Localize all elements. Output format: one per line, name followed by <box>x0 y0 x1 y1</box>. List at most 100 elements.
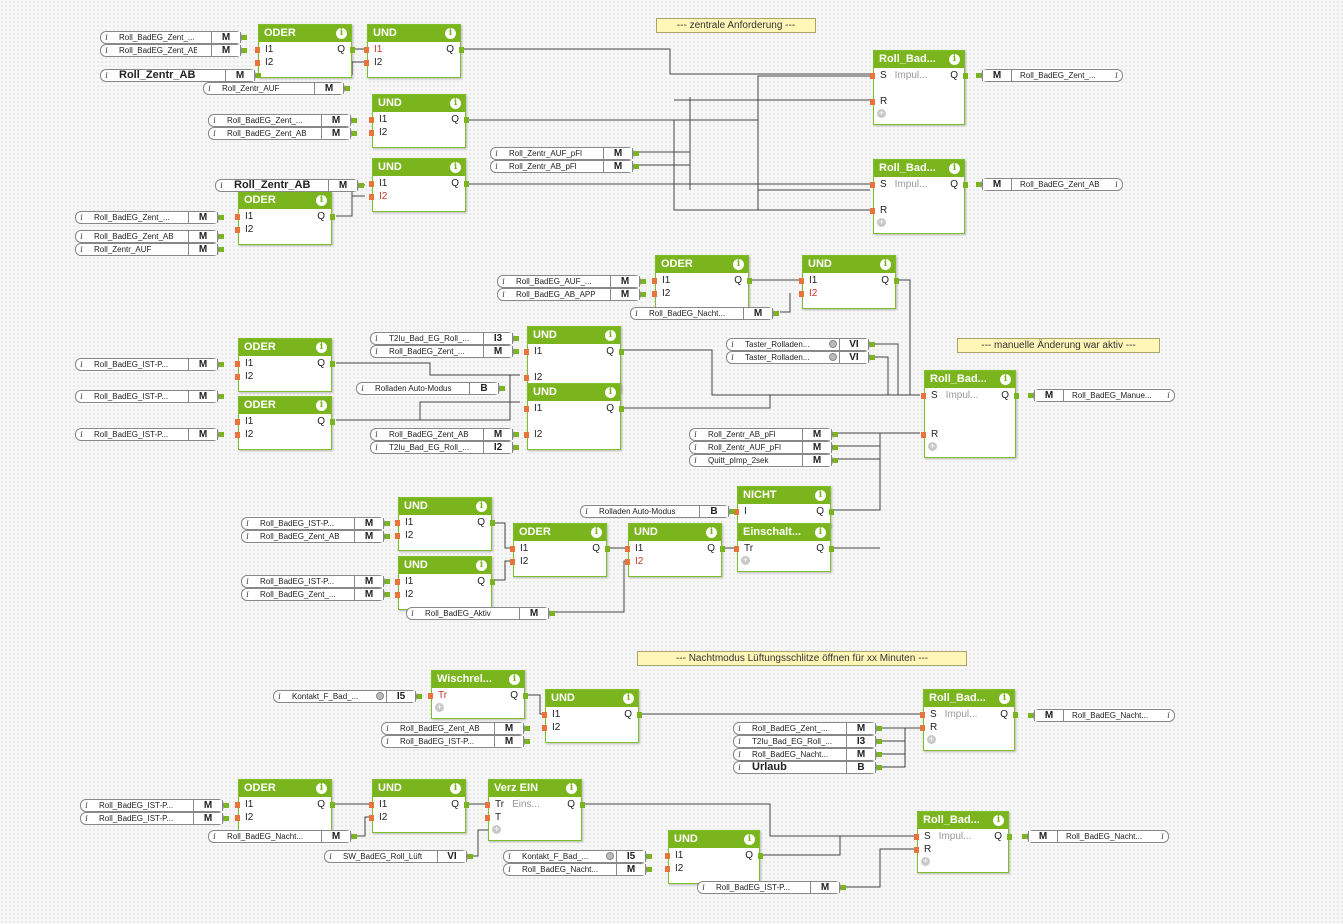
input-connector[interactable] <box>870 99 875 105</box>
input-connector[interactable] <box>235 419 240 425</box>
input-connector[interactable] <box>255 60 260 66</box>
connector-nub[interactable] <box>514 445 519 450</box>
output-connector[interactable] <box>1007 834 1012 840</box>
info-icon[interactable]: i <box>623 693 634 704</box>
connector-nub[interactable] <box>877 739 882 744</box>
input-pin[interactable]: I2 <box>675 863 683 875</box>
info-icon[interactable]: i <box>605 330 616 341</box>
connector-nub[interactable] <box>514 349 519 354</box>
connector-nub[interactable] <box>219 432 224 437</box>
connector-nub[interactable] <box>877 752 882 757</box>
connector-nub[interactable] <box>514 336 519 341</box>
input-pin[interactable]: I2 <box>379 812 387 824</box>
input-connector[interactable] <box>870 208 875 214</box>
input-pin[interactable]: T <box>495 812 501 824</box>
info-icon[interactable]: i <box>450 162 461 173</box>
info-icon[interactable]: i <box>495 162 498 171</box>
input-connector[interactable] <box>235 214 240 220</box>
connector-nub[interactable] <box>385 534 390 539</box>
info-icon[interactable]: i <box>80 232 83 241</box>
input-pin[interactable]: I2 <box>534 429 542 441</box>
input-pin[interactable]: Tr <box>438 690 447 702</box>
connector-nub[interactable] <box>359 183 364 188</box>
info-icon[interactable]: i <box>80 213 83 222</box>
input-pin[interactable]: I2 <box>374 57 382 69</box>
connector-nub[interactable] <box>219 215 224 220</box>
input-pin[interactable]: I2 <box>379 191 387 203</box>
output-connector[interactable] <box>1014 393 1019 399</box>
input-pin[interactable]: I1 <box>265 44 273 56</box>
input-connector[interactable] <box>485 802 490 808</box>
input-pin[interactable]: I2 <box>809 288 817 300</box>
input-connector[interactable] <box>542 725 547 731</box>
info-icon[interactable]: i <box>80 430 83 439</box>
info-icon[interactable]: i <box>738 763 741 772</box>
input-pin[interactable]: I1 <box>379 799 387 811</box>
input-pin[interactable]: I1 <box>405 517 413 529</box>
input-connector[interactable] <box>921 432 926 438</box>
input-connector[interactable] <box>369 815 374 821</box>
info-icon[interactable]: i <box>702 883 705 892</box>
output-connector[interactable] <box>829 546 834 552</box>
input-connector[interactable] <box>369 802 374 808</box>
output-connector[interactable] <box>605 546 610 552</box>
input-connector[interactable] <box>235 432 240 438</box>
connector-nub[interactable] <box>345 86 350 91</box>
input-pin[interactable]: I2 <box>245 812 253 824</box>
info-icon[interactable]: i <box>246 577 249 586</box>
input-pin[interactable]: I2 <box>552 722 560 734</box>
input-pin[interactable]: I1 <box>245 211 253 223</box>
output-connector[interactable] <box>330 214 335 220</box>
input-pin[interactable]: I1 <box>662 275 670 287</box>
input-connector[interactable] <box>235 361 240 367</box>
input-connector[interactable] <box>734 509 739 515</box>
info-icon[interactable]: i <box>815 490 826 501</box>
input-connector[interactable] <box>524 432 529 438</box>
output-connector[interactable] <box>619 406 624 412</box>
info-icon[interactable]: i <box>316 400 327 411</box>
input-pin[interactable]: I1 <box>379 178 387 190</box>
input-pin[interactable]: I2 <box>379 127 387 139</box>
connector-nub[interactable] <box>514 432 519 437</box>
input-pin[interactable]: I2 <box>405 589 413 601</box>
output-connector[interactable] <box>580 802 585 808</box>
info-icon[interactable]: i <box>508 865 511 874</box>
info-icon[interactable]: i <box>731 353 734 362</box>
connector-nub[interactable] <box>774 311 779 316</box>
info-icon[interactable]: i <box>105 33 108 42</box>
info-icon[interactable]: i <box>246 519 249 528</box>
input-connector[interactable] <box>485 815 490 821</box>
input-connector[interactable] <box>395 579 400 585</box>
info-icon[interactable]: i <box>508 852 511 861</box>
connector-nub[interactable] <box>242 48 247 53</box>
info-icon[interactable]: i <box>85 801 88 810</box>
connector-nub[interactable] <box>219 247 224 252</box>
connector-nub[interactable] <box>352 118 357 123</box>
